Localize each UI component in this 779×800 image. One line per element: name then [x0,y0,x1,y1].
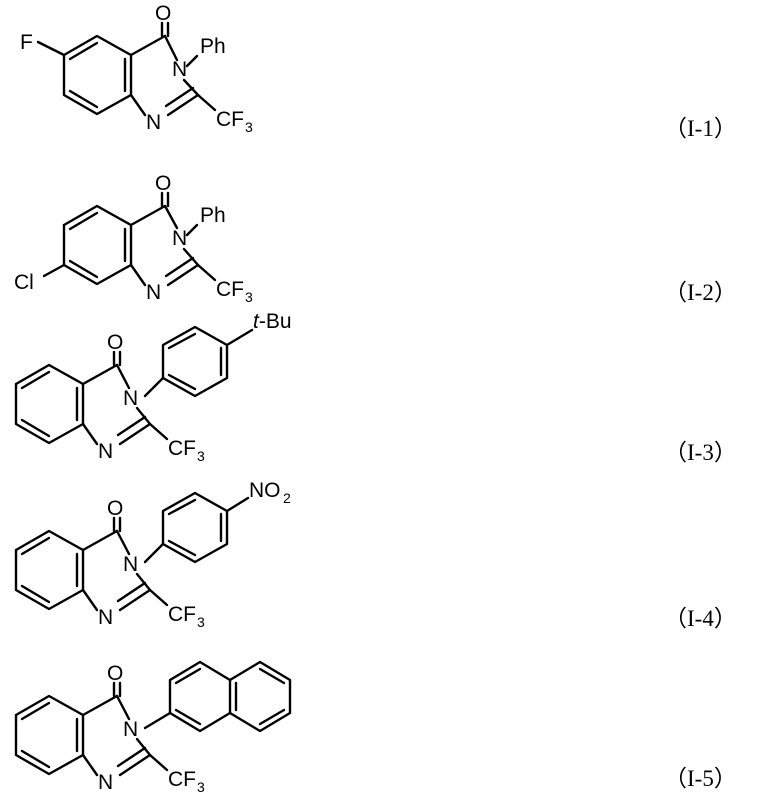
bonds-i-1 [36,21,217,117]
atom-ph: Ph [200,204,226,227]
atom-n: N [146,111,161,134]
atom-f: F [20,31,33,54]
atom-cf: CF [216,278,244,301]
atom-o: O [155,2,171,25]
compound-label: （I-3） [664,440,737,465]
atom-ph: Ph [200,35,226,58]
atom-subscript-3: 3 [245,119,253,135]
atom-n: N [123,553,138,576]
atom-o: O [155,172,171,195]
compound-label: （I-2） [664,280,737,305]
atom-subscript-3: 3 [197,448,205,464]
atom-o: O [107,662,123,685]
bonds-i-4 [14,491,250,612]
atom-cf: CF [168,437,196,460]
compound-i-3: O N N CF 3 t-Bu （I-3） [14,310,737,465]
atom-n: N [172,227,187,250]
atom-t-bu: t-Bu [253,310,292,333]
atom-subscript-3: 3 [245,289,253,305]
atom-subscript-3: 3 [197,614,205,630]
compound-i-1: O N Ph F N CF 3 （I-1） [20,2,737,141]
compound-i-4: O N N CF 3 NO 2 （I-4） [14,479,737,631]
atom-cf: CF [168,603,196,626]
atom-subscript-3: 3 [197,779,205,795]
compound-label: （I-5） [664,766,737,791]
atom-n: N [172,58,187,81]
atom-o: O [107,497,123,520]
atom-o: O [107,331,123,354]
compound-label: （I-1） [664,116,737,141]
atom-n: N [146,281,161,304]
atom-t: t [253,310,260,333]
compound-label: （I-4） [664,606,737,631]
atom-bu: -Bu [259,310,292,333]
compound-i-5: O N N CF 3 （I-5） [14,660,737,795]
atom-n: N [98,606,113,629]
atom-n: N [123,387,138,410]
atom-cl: Cl [14,271,34,294]
atom-n: N [98,440,113,463]
atom-cf: CF [216,108,244,131]
bonds-i-2 [42,191,217,287]
atom-n: N [123,718,138,741]
compound-i-2: O N Ph Cl N CF 3 （I-2） [14,172,737,305]
atom-cf: CF [168,768,196,791]
bonds-i-5 [14,660,292,777]
atom-n: N [98,771,113,794]
bonds-i-3 [14,325,254,446]
atom-no: NO [249,479,281,502]
atom-subscript-2: 2 [283,490,291,506]
